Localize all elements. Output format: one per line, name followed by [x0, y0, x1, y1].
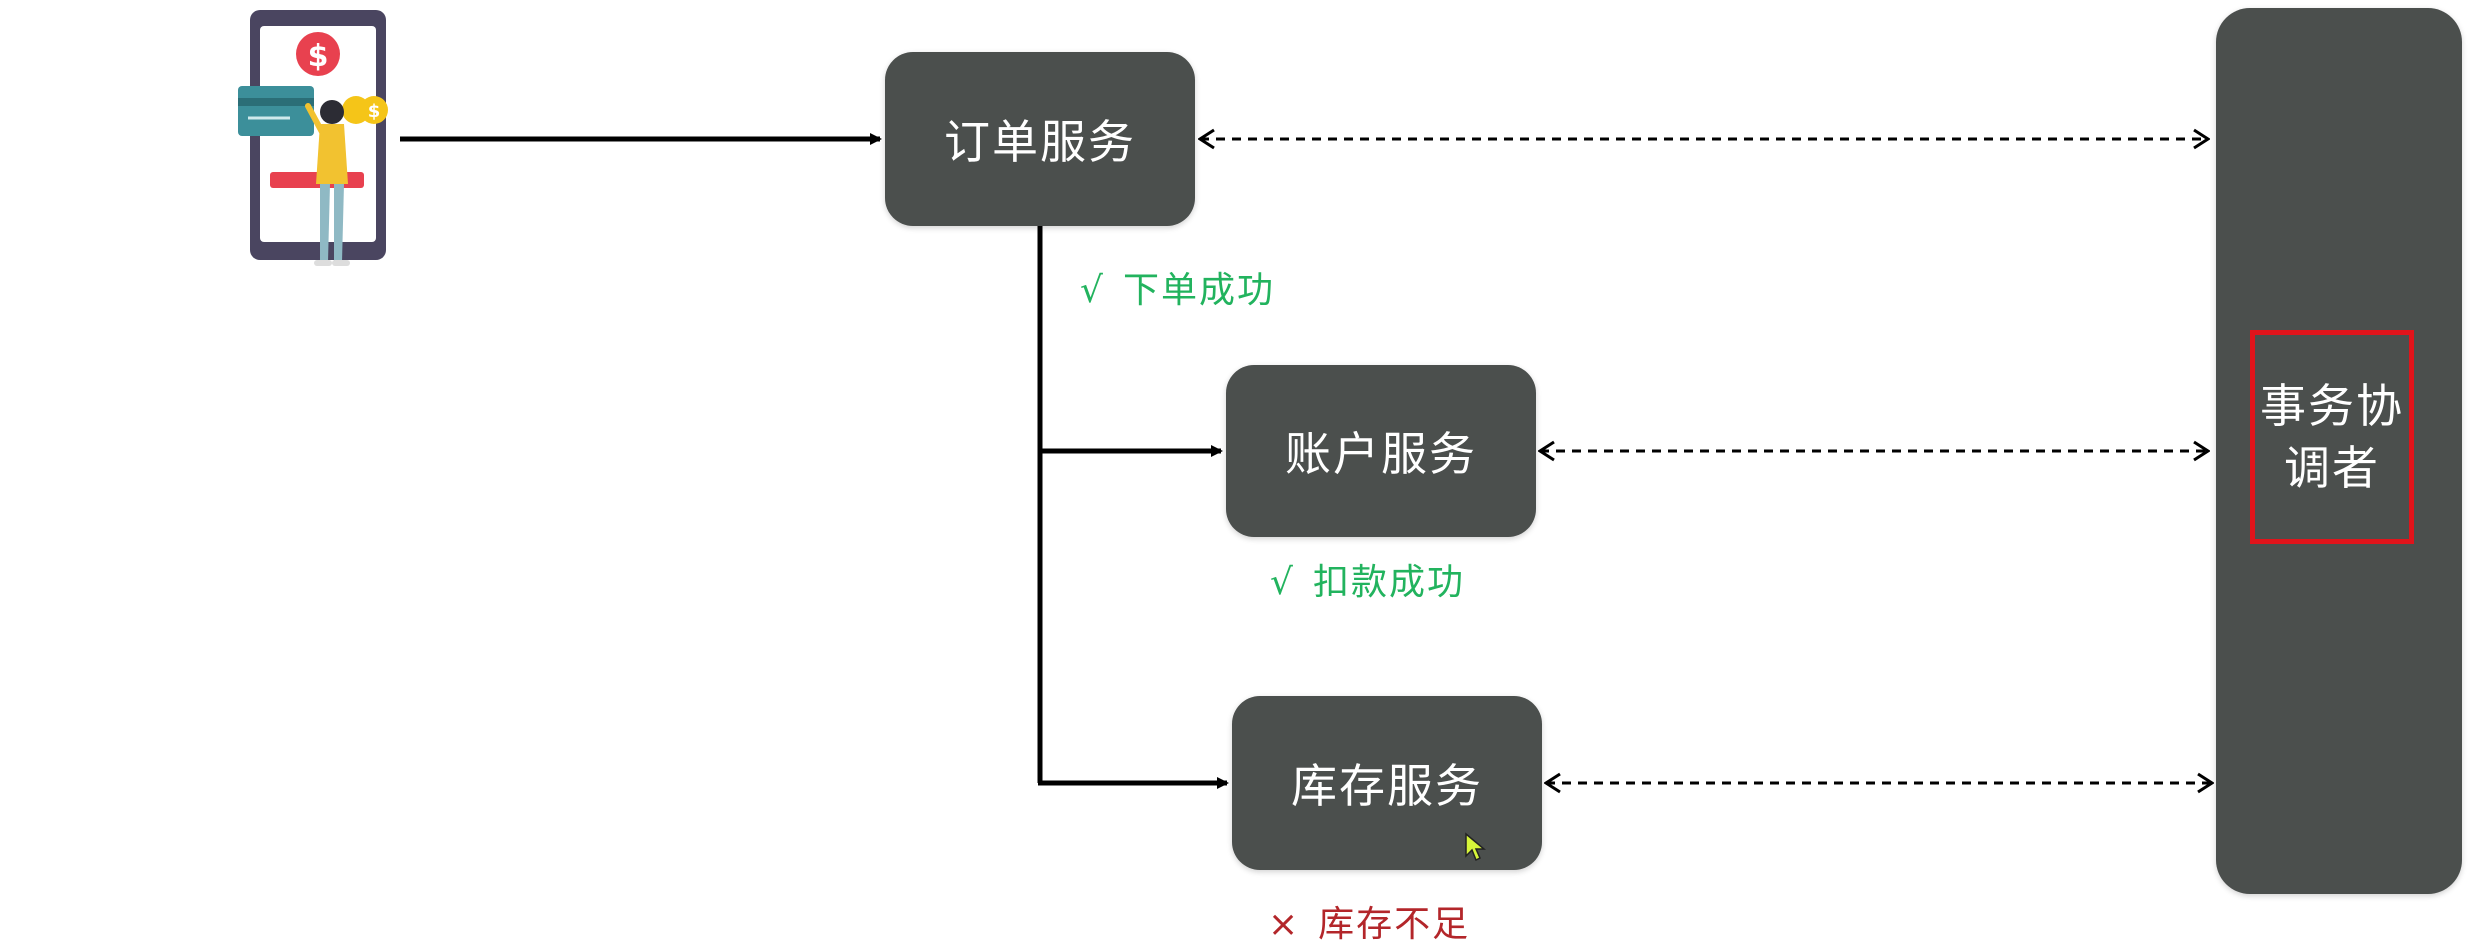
transaction-coordinator-panel — [2216, 8, 2462, 894]
stock-service-box: 库存服务 — [1232, 696, 1542, 870]
account-status: √ 扣款成功 — [1270, 553, 1465, 605]
stock-status: × 库存不足 — [1268, 895, 1470, 947]
check-mark-icon: √ — [1080, 270, 1105, 311]
transaction-coordinator-label-box: 事务协 调者 — [2250, 330, 2414, 544]
account-status-text: 扣款成功 — [1312, 562, 1465, 603]
stock-service-label: 库存服务 — [1291, 759, 1483, 813]
account-service-label: 账户服务 — [1285, 427, 1477, 481]
order-service-box: 订单服务 — [885, 52, 1195, 226]
svg-text:$: $ — [308, 39, 329, 74]
coordinator-label-line2: 调者 — [2284, 441, 2380, 495]
order-status: √ 下单成功 — [1080, 261, 1275, 313]
order-service-label: 订单服务 — [944, 115, 1136, 169]
coordinator-label-line1: 事务协 — [2260, 379, 2404, 433]
cross-mark-icon: × — [1268, 904, 1301, 945]
svg-text:$: $ — [368, 101, 381, 122]
mouse-cursor-icon — [1465, 832, 1486, 862]
check-mark-icon: √ — [1270, 562, 1295, 603]
account-service-box: 账户服务 — [1226, 365, 1536, 537]
mobile-payment-user-illustration: $ $ — [238, 10, 388, 266]
stock-status-text: 库存不足 — [1318, 904, 1471, 945]
order-status-text: 下单成功 — [1122, 270, 1275, 311]
